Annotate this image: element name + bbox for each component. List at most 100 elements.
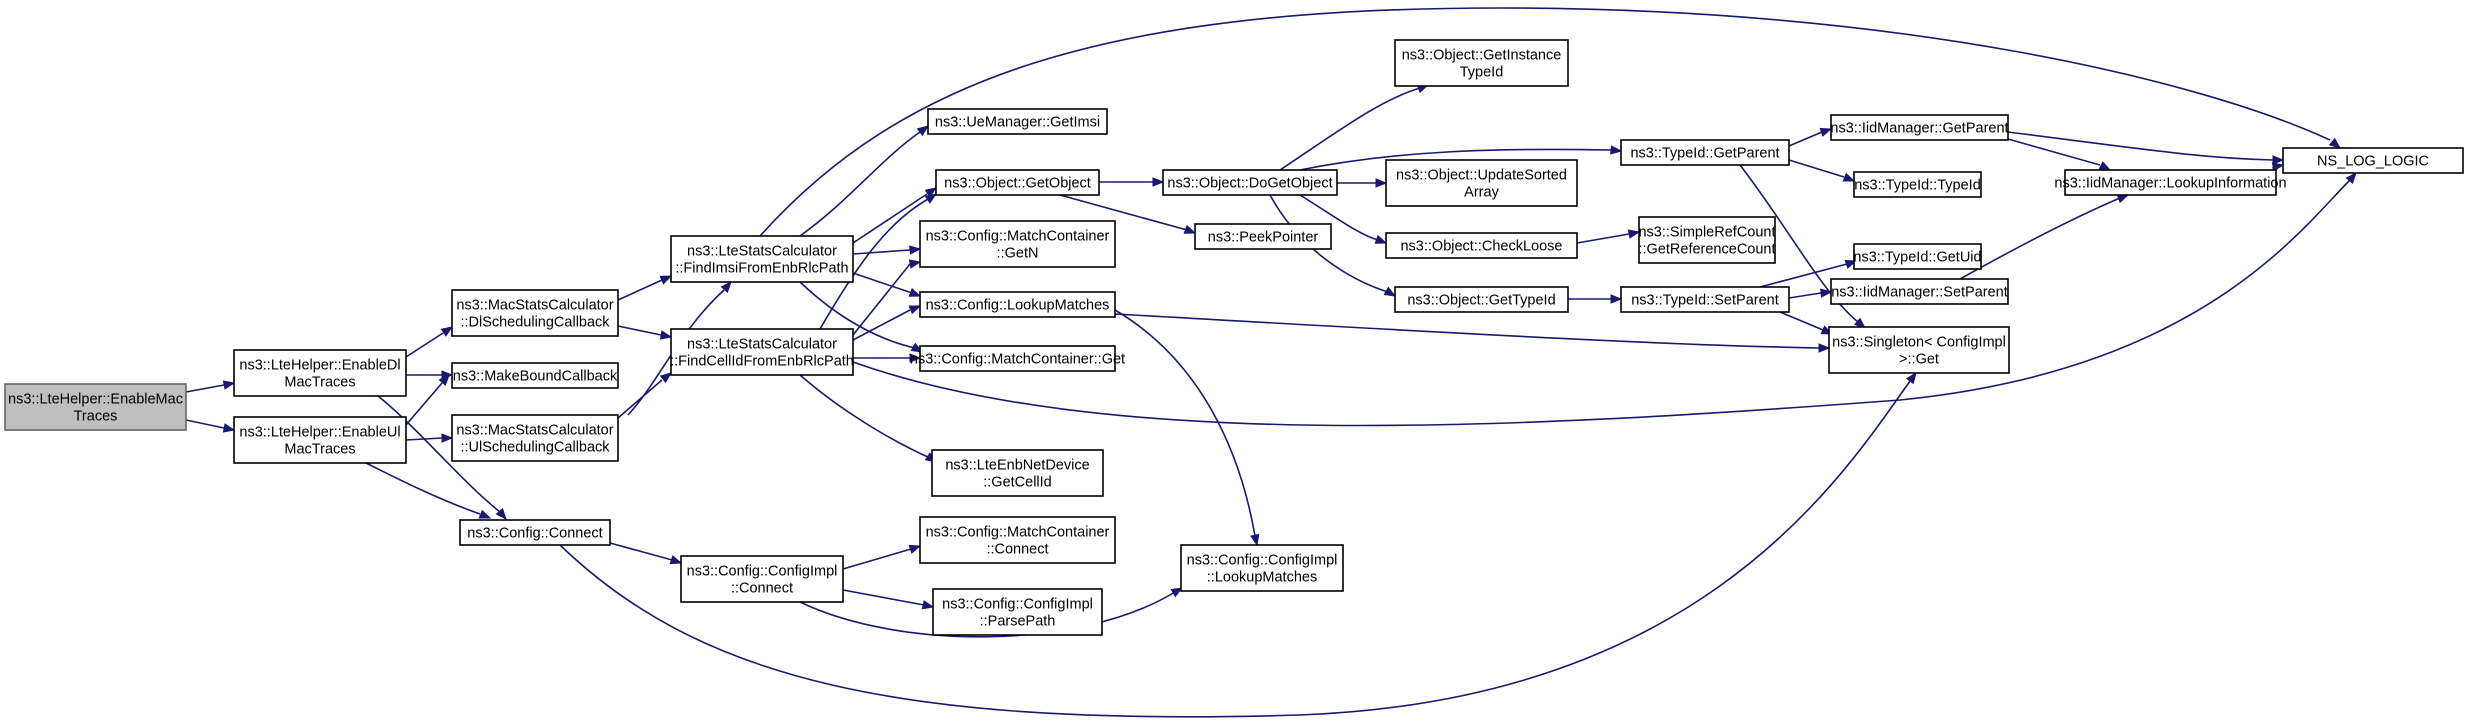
node-makeBound[interactable]: ns3::MakeBoundCallback bbox=[451, 362, 619, 389]
edge-iidGetParent-to-nsLogLogic bbox=[2007, 131, 2285, 165]
node-label-line: ::ParsePath bbox=[980, 613, 1056, 629]
edge-getObject-to-doGetObject bbox=[1099, 177, 1165, 187]
node-ueGetImsi[interactable]: ns3::UeManager::GetImsi bbox=[927, 108, 1108, 135]
node-label-line: ns3::TypeId::GetUid bbox=[1853, 249, 1981, 265]
node-iidLookup[interactable]: ns3::IidManager::LookupInformation bbox=[2054, 169, 2287, 196]
node-peekPointer[interactable]: ns3::PeekPointer bbox=[1194, 223, 1332, 250]
edge-enableDl-to-cfgConnect bbox=[377, 395, 507, 521]
node-tidGetParent[interactable]: ns3::TypeId::GetParent bbox=[1620, 139, 1790, 166]
node-label-line: ns3::LteHelper::EnableUl bbox=[239, 424, 400, 440]
node-findImsi[interactable]: ns3::LteStatsCalculator::FindImsiFromEnb… bbox=[670, 235, 854, 283]
node-mcGetN[interactable]: ns3::Config::MatchContainer::GetN bbox=[919, 220, 1116, 268]
node-label-line: ::Connect bbox=[731, 580, 793, 596]
edge-tidGetParent-to-tidTypeId bbox=[1788, 159, 1856, 182]
node-label-line: ns3::Config::MatchContainer bbox=[926, 524, 1110, 540]
node-label-line: ::DlSchedulingCallback bbox=[460, 314, 610, 330]
edge-findImsi-to-getObject bbox=[852, 187, 938, 244]
node-tidSetParent[interactable]: ns3::TypeId::SetParent bbox=[1620, 286, 1790, 313]
edge-dlSched-to-findImsi bbox=[617, 275, 673, 301]
edge-findCellId-to-mcGetN bbox=[852, 259, 922, 336]
node-iidSetParent[interactable]: ns3::IidManager::SetParent bbox=[1830, 278, 2009, 305]
node-dlSched[interactable]: ns3::MacStatsCalculator::DlSchedulingCal… bbox=[451, 289, 619, 337]
node-srcGetRef[interactable]: ns3::SimpleRefCount::GetReferenceCount bbox=[1638, 216, 1776, 264]
edge-findImsi-to-lookupMatches bbox=[852, 272, 922, 297]
node-getTypeId[interactable]: ns3::Object::GetTypeId bbox=[1394, 286, 1569, 313]
edge-findImsi-to-ueGetImsi bbox=[799, 125, 930, 237]
edge-findCellId-to-mcGet bbox=[853, 353, 922, 363]
node-label-line: Traces bbox=[74, 408, 118, 424]
node-label-line: ns3::Object::GetTypeId bbox=[1407, 292, 1555, 308]
node-label-line: ::GetCellId bbox=[983, 474, 1052, 490]
node-mcGet[interactable]: ns3::Config::MatchContainer::Get bbox=[910, 345, 1125, 372]
edge-lookupMatches-to-implLookup bbox=[1114, 309, 1260, 547]
node-label-line: MacTraces bbox=[284, 441, 355, 457]
edge-doGetObject-to-updSorted bbox=[1337, 178, 1388, 188]
edge-doGetObject-to-getTypeId bbox=[1269, 194, 1397, 297]
node-tidTypeId[interactable]: ns3::TypeId::TypeId bbox=[1853, 171, 1982, 198]
edge-tidGetParent-to-iidGetParent bbox=[1788, 127, 1833, 147]
node-label-line: ns3::Singleton< ConfigImpl bbox=[1832, 334, 2006, 350]
node-label-line: ::GetReferenceCount bbox=[1638, 241, 1775, 257]
node-getObject[interactable]: ns3::Object::GetObject bbox=[935, 169, 1100, 196]
node-label-line: ns3::Config::LookupMatches bbox=[926, 297, 1110, 313]
node-label-line: ns3::Object::UpdateSorted bbox=[1396, 167, 1567, 183]
edge-getObject-to-peekPointer bbox=[1059, 194, 1197, 234]
node-label-line: ns3::MacStatsCalculator bbox=[456, 297, 613, 313]
edge-iidSetParent-to-iidLookup bbox=[1959, 194, 2130, 280]
node-implConnect[interactable]: ns3::Config::ConfigImpl::Connect bbox=[680, 555, 844, 603]
node-label-line: ns3::Config::ConfigImpl bbox=[687, 563, 838, 579]
node-label-line: NS_LOG_LOGIC bbox=[2317, 153, 2429, 169]
node-cfgConnect[interactable]: ns3::Config::Connect bbox=[459, 519, 611, 546]
edge-lookupMatches-to-singletonGet bbox=[1114, 313, 1831, 353]
node-doGetObject[interactable]: ns3::Object::DoGetObject bbox=[1162, 169, 1338, 196]
node-label-line: TypeId bbox=[1460, 64, 1504, 80]
node-label-line: ns3::IidManager::SetParent bbox=[1831, 284, 2008, 300]
node-label-line: ns3::MacStatsCalculator bbox=[456, 422, 613, 438]
edge-root-to-enableUl bbox=[185, 419, 236, 433]
node-label-line: ns3::TypeId::GetParent bbox=[1630, 145, 1779, 161]
node-label-line: MacTraces bbox=[284, 374, 355, 390]
node-label-line: ns3::LteEnbNetDevice bbox=[945, 457, 1089, 473]
node-singletonGet[interactable]: ns3::Singleton< ConfigImpl >::Get bbox=[1828, 326, 2010, 374]
node-label-line: ns3::Object::CheckLoose bbox=[1400, 238, 1562, 254]
edge-tidSetParent-to-singletonGet bbox=[1779, 311, 1834, 335]
node-implLookup[interactable]: ns3::Config::ConfigImpl::LookupMatches bbox=[1180, 544, 1344, 592]
node-label-line: >::Get bbox=[1899, 351, 1939, 367]
node-label-line: ns3::Config::MatchContainer bbox=[926, 228, 1110, 244]
call-edges bbox=[185, 7, 2357, 718]
edge-tidSetParent-to-iidSetParent bbox=[1788, 288, 1833, 299]
edge-enableDl-to-dlSched bbox=[405, 326, 454, 358]
edge-implConnect-to-mcConnect bbox=[842, 544, 922, 570]
edge-root-to-enableDl bbox=[185, 380, 236, 393]
node-iidGetParent[interactable]: ns3::IidManager::GetParent bbox=[1830, 114, 2009, 141]
edge-findImsi-to-nsLogLogic bbox=[759, 7, 2342, 237]
node-nsLogLogic[interactable]: NS_LOG_LOGIC bbox=[2282, 147, 2464, 174]
node-lookupMatches[interactable]: ns3::Config::LookupMatches bbox=[919, 291, 1116, 318]
edge-ulSched-to-findCellId bbox=[617, 372, 673, 419]
node-label-line: ns3::SimpleRefCount bbox=[1638, 224, 1775, 240]
node-label-line: ns3::Config::Connect bbox=[467, 525, 602, 541]
node-ulSched[interactable]: ns3::MacStatsCalculator::UlSchedulingCal… bbox=[451, 414, 619, 462]
node-label-line: ns3::Config::ConfigImpl bbox=[942, 596, 1093, 612]
node-getCellId[interactable]: ns3::LteEnbNetDevice::GetCellId bbox=[931, 449, 1104, 497]
edge-enableUl-to-cfgConnect bbox=[365, 462, 492, 519]
edge-getTypeId-to-tidSetParent bbox=[1568, 294, 1623, 304]
node-checkLoose[interactable]: ns3::Object::CheckLoose bbox=[1385, 232, 1578, 259]
node-tidGetUid[interactable]: ns3::TypeId::GetUid bbox=[1853, 243, 1982, 270]
edge-enableUl-to-makeBound bbox=[405, 373, 450, 426]
node-label-line: ::Connect bbox=[986, 541, 1048, 557]
edge-findCellId-to-lookupMatches bbox=[852, 305, 922, 341]
edge-doGetObject-to-getInstTid bbox=[1279, 84, 1430, 171]
node-mcConnect[interactable]: ns3::Config::MatchContainer::Connect bbox=[919, 516, 1116, 564]
node-parsePath[interactable]: ns3::Config::ConfigImpl::ParsePath bbox=[932, 588, 1103, 636]
node-findCellId[interactable]: ns3::LteStatsCalculator::FindCellIdFromE… bbox=[670, 328, 854, 376]
node-label-line: ns3::Config::ConfigImpl bbox=[1187, 552, 1338, 568]
node-label-line: Array bbox=[1464, 184, 1499, 200]
edge-implConnect-to-implLookup bbox=[799, 587, 1184, 638]
node-label-line: ::UlSchedulingCallback bbox=[460, 439, 610, 455]
